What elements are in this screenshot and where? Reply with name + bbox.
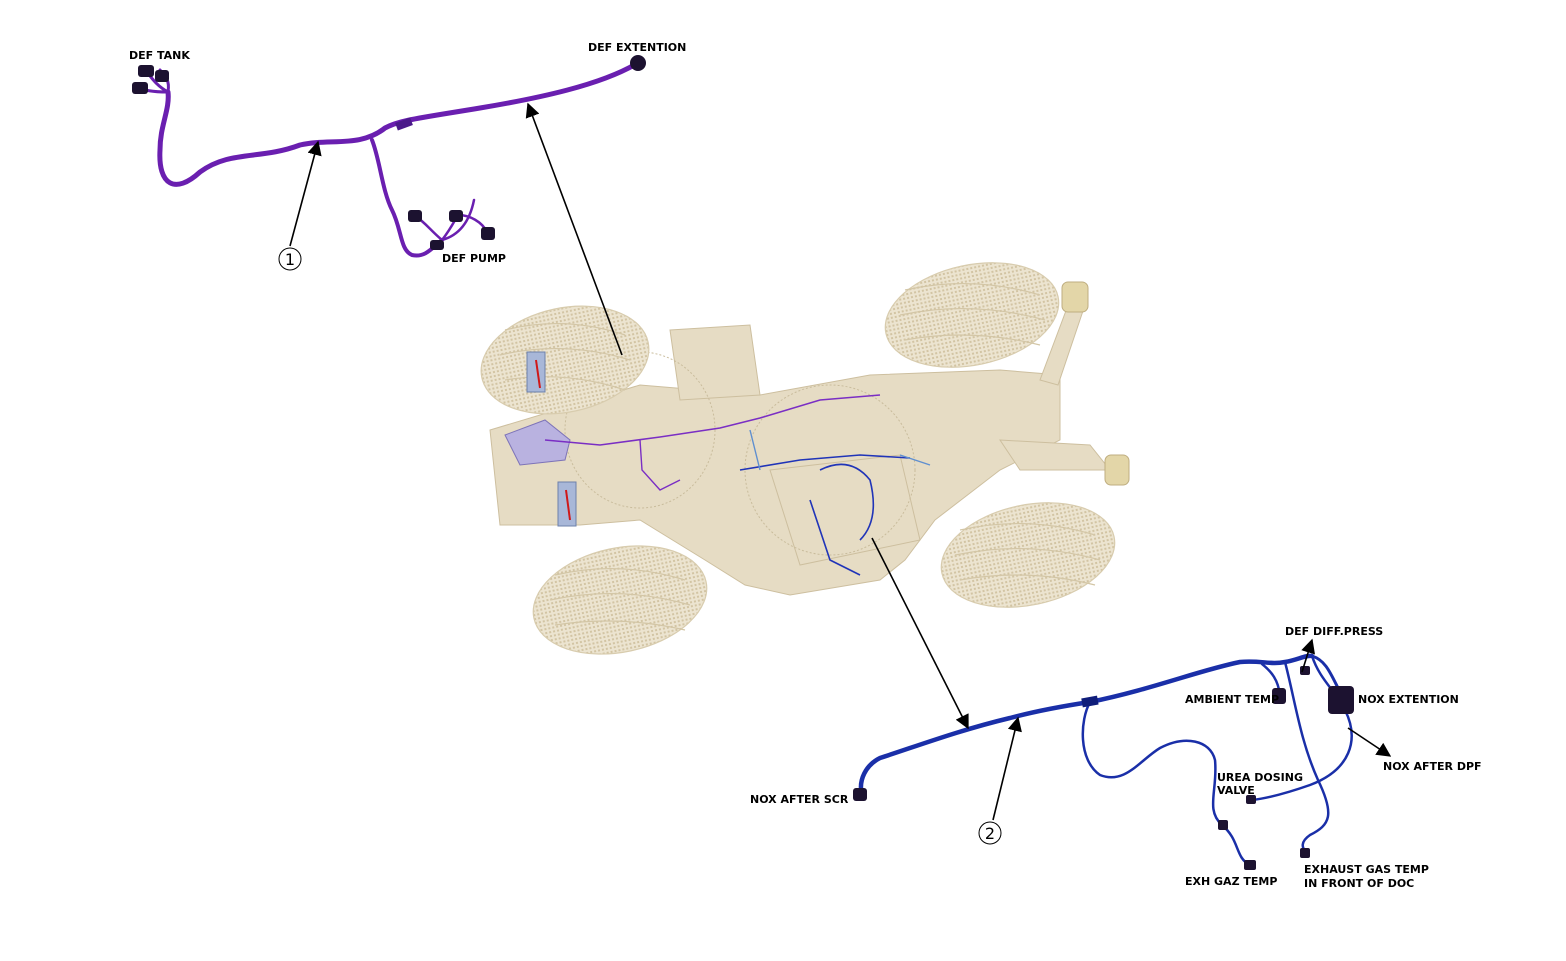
label-nox-after-dpf: NOX AFTER DPF xyxy=(1383,760,1482,773)
lamp-accent-bottom xyxy=(565,489,571,521)
harness-2-doc-branch xyxy=(1283,660,1330,854)
leader-harness-1-to-chassis xyxy=(525,102,623,356)
rear-right-wheel xyxy=(532,545,708,655)
rear-left-wheel xyxy=(480,305,650,415)
harness-1 xyxy=(138,61,639,258)
component-labels: DEF TANK DEF EXTENTION DEF PUMP DEF DIFF… xyxy=(129,41,1482,890)
exh-gaz-temp-connector-mid xyxy=(1218,820,1228,830)
harness-1-pump-branch xyxy=(370,138,444,258)
lamp-accent-top xyxy=(535,359,541,389)
label-def-extention: DEF EXTENTION xyxy=(588,41,686,54)
front-axle xyxy=(999,439,1112,471)
def-pump-connector-3 xyxy=(481,227,495,240)
leader-chassis-to-harness-2 xyxy=(871,537,969,730)
def-tank-connector-1 xyxy=(138,65,154,77)
callout-2-circle xyxy=(978,821,1002,845)
exhaust-gas-temp-doc-connector xyxy=(1300,848,1310,858)
label-nox-extention: NOX EXTENTION xyxy=(1358,693,1459,706)
exh-gaz-temp-connector xyxy=(1244,860,1256,870)
def-extention-connector xyxy=(630,55,646,71)
def-pump-connector-2 xyxy=(449,210,463,222)
ambient-temp-connector xyxy=(1272,688,1286,704)
chassis-harness-2 xyxy=(739,454,911,576)
harness-1-pump-sub xyxy=(413,198,489,242)
rear-lamp-top xyxy=(526,351,546,393)
label-nox-after-scr: NOX AFTER SCR xyxy=(750,793,849,806)
callout-1-circle xyxy=(278,247,302,271)
callout-1-number: 1 xyxy=(285,250,295,269)
def-diff-press-connector xyxy=(1300,666,1310,675)
harness-1-connectors xyxy=(132,55,646,250)
def-pump-connector-1 xyxy=(408,210,422,222)
label-exhaust-gas-temp-2: IN FRONT OF DOC xyxy=(1304,877,1414,890)
label-exhaust-gas-temp-1: EXHAUST GAS TEMP xyxy=(1304,863,1429,876)
leader-nox-after-dpf xyxy=(1347,727,1392,757)
label-def-diff-press: DEF DIFF.PRESS xyxy=(1285,625,1383,638)
leader-lines xyxy=(289,102,1392,821)
urea-dosing-valve-connector xyxy=(1246,795,1256,804)
tractor-chassis xyxy=(480,262,1130,655)
def-tank-body xyxy=(504,419,571,466)
callout-2: 2 xyxy=(978,821,1002,845)
harness-2 xyxy=(858,653,1353,867)
nox-after-scr-connector xyxy=(853,788,867,801)
label-exh-gaz-temp: EXH GAZ TEMP xyxy=(1185,875,1277,888)
lamp-left xyxy=(1061,281,1089,313)
cab-block xyxy=(669,324,761,401)
def-tank-connector-2 xyxy=(132,82,148,94)
front-left-wheel xyxy=(884,262,1060,368)
def-pump-connector-4 xyxy=(430,240,444,250)
callout-1: 1 xyxy=(278,247,302,271)
label-def-pump: DEF PUMP xyxy=(442,252,506,265)
label-ambient-temp: AMBIENT TEMP xyxy=(1185,693,1279,706)
leader-callout-1 xyxy=(289,140,322,247)
harness-2-dosing-branch xyxy=(1250,654,1353,802)
label-urea-dosing-valve-2: VALVE xyxy=(1217,784,1255,797)
label-def-tank: DEF TANK xyxy=(129,49,190,62)
harness-2-connectors xyxy=(853,666,1354,870)
engine-block xyxy=(769,454,921,566)
guide-ring-left xyxy=(564,351,716,509)
def-tank-connector-3 xyxy=(155,70,169,82)
nox-extention-connector xyxy=(1328,686,1354,714)
leader-def-diff-press xyxy=(1301,638,1316,673)
callout-2-number: 2 xyxy=(985,824,995,843)
guide-ring-center xyxy=(744,384,916,556)
front-right-wheel xyxy=(940,502,1116,608)
harness-2-nox-branch xyxy=(1310,654,1340,690)
lamp-right xyxy=(1104,454,1130,486)
chassis-harness-1 xyxy=(544,394,881,446)
leader-callout-2 xyxy=(992,716,1022,821)
label-urea-dosing-valve-1: UREA DOSING xyxy=(1217,771,1303,784)
